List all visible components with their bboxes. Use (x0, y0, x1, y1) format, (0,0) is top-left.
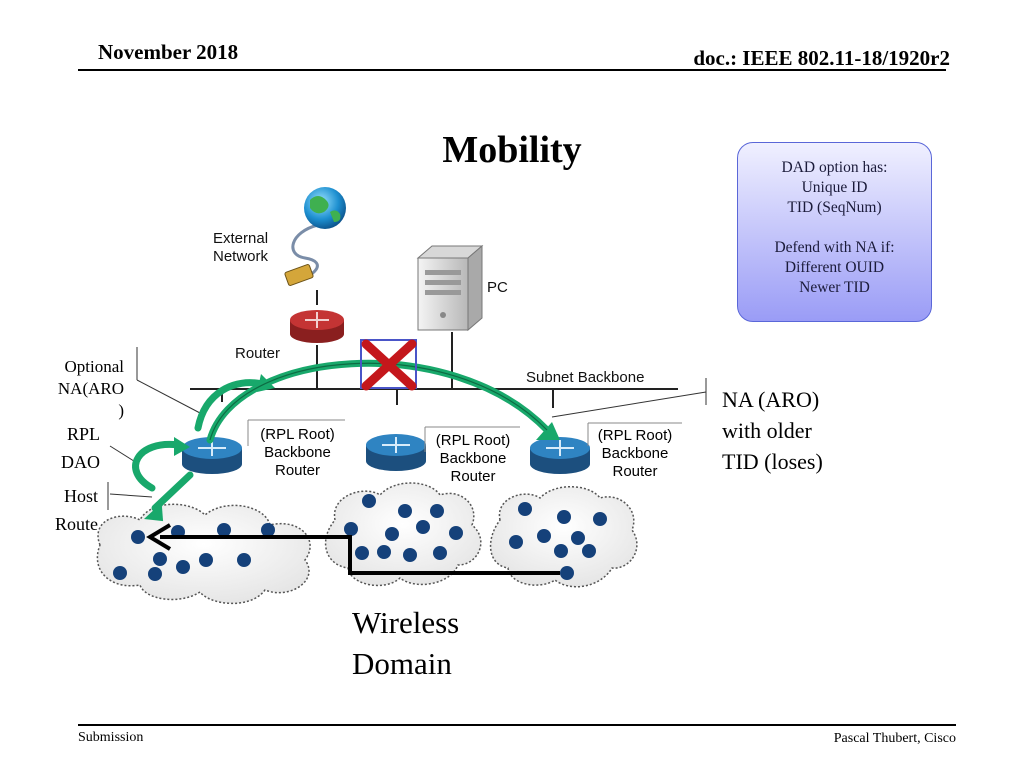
backbone-router-icon-middle (366, 434, 426, 471)
footer-submission: Submission (78, 730, 144, 745)
svg-text:Network: Network (213, 248, 269, 265)
header-doc-id: doc.: IEEE 802.11-18/1920r2 (693, 46, 950, 70)
wireless-domain-label: Wireless Domain (352, 605, 460, 681)
backbone-router-icon-left (182, 437, 242, 474)
router-label: Router (235, 345, 280, 362)
external-network-icon (284, 187, 346, 286)
backbone-router-label-right: (RPL Root) Backbone Router (597, 427, 673, 480)
header-date: November 2018 (98, 40, 239, 64)
footer-rule (78, 724, 956, 726)
header-rule (78, 69, 946, 71)
backbone-router-icon-right (530, 437, 590, 474)
blocked-cross-icon (360, 339, 417, 391)
wireless-nodes (113, 494, 607, 581)
footer-author: Pascal Thubert, Cisco (833, 731, 956, 746)
backbone-router-label-middle: (RPL Root) Backbone Router (435, 432, 511, 485)
host-route-path (146, 523, 560, 575)
dad-option-callout: DAD option has: Unique ID TID (SeqNum) D… (737, 142, 932, 322)
rpl-dao-label: RPL DAO (61, 424, 100, 472)
na-aro-older-tid-label: NA (ARO) with older TID (loses) (722, 387, 823, 474)
slide-title: Mobility (442, 129, 582, 171)
optional-na-aro-label: Optional NA(ARO ) (57, 357, 124, 420)
pc-label: PC (487, 279, 508, 296)
router-icon (290, 310, 344, 343)
host-route-label: Host Route (55, 486, 98, 534)
external-network-label: External (213, 230, 268, 247)
backbone-router-label-left: (RPL Root) Backbone Router (260, 426, 335, 479)
pc-icon (416, 244, 484, 332)
subnet-backbone-label: Subnet Backbone (526, 369, 644, 386)
